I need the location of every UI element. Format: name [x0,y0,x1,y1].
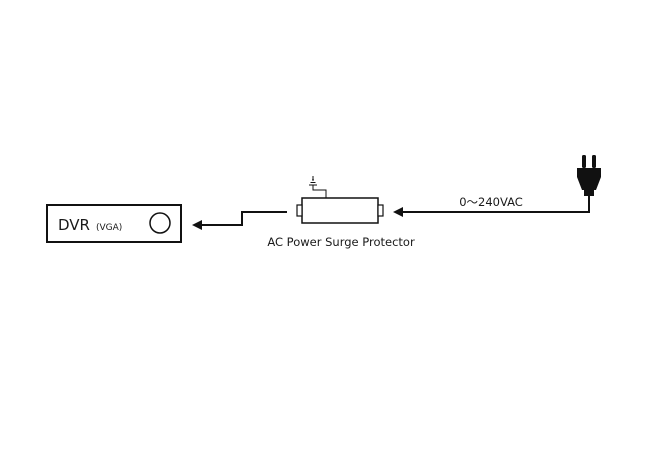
dvr-sublabel: (VGA) [96,223,122,233]
surge-protector: AC Power Surge Protector [267,176,415,249]
power-plug-icon [577,155,601,196]
voltage-label: 0～240VAC [459,195,523,209]
dvr-device: DVR (VGA) [46,204,182,243]
input-cable: 0～240VAC [393,195,590,217]
ground-wire [312,185,327,198]
dvr-box [46,204,182,243]
input-cable-line [402,196,590,213]
dvr-knob [149,212,171,234]
output-cable-line [200,211,287,226]
output-arrow-head [192,220,202,230]
surge-protector-right-cap [377,204,384,217]
ground-icon [309,176,317,186]
surge-protector-left-cap [296,204,303,217]
surge-protector-label: AC Power Surge Protector [267,235,415,249]
surge-protector-body [301,197,379,224]
dvr-label: DVR [58,216,90,234]
output-cable [192,211,287,230]
input-arrow-head [393,207,403,217]
